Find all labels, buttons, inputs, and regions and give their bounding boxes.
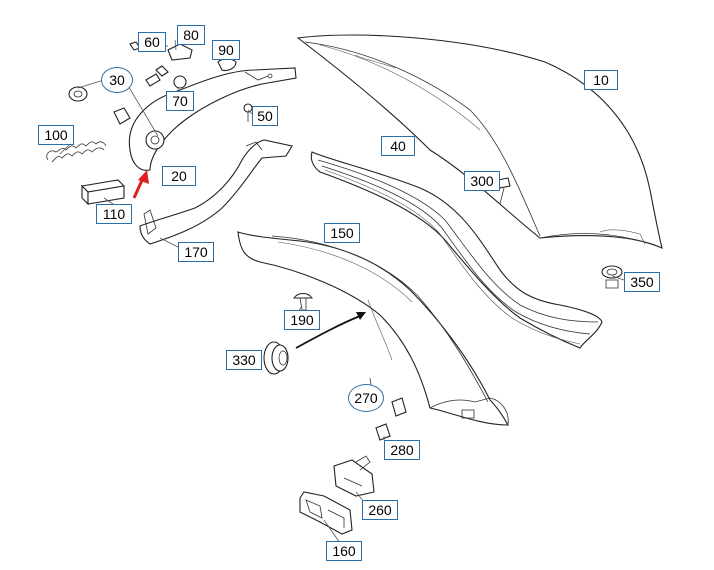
callout-100[interactable]: 100 bbox=[38, 125, 74, 145]
callout-280[interactable]: 280 bbox=[384, 440, 420, 460]
red-arrow bbox=[132, 170, 149, 199]
callout-30[interactable]: 30 bbox=[101, 67, 133, 93]
callout-260[interactable]: 260 bbox=[362, 500, 398, 520]
trunk-lid-drawing bbox=[296, 34, 663, 249]
callout-190[interactable]: 190 bbox=[284, 310, 320, 330]
push-rivet-drawing bbox=[292, 292, 314, 311]
callout-350[interactable]: 350 bbox=[624, 272, 660, 292]
callout-10[interactable]: 10 bbox=[584, 70, 618, 90]
buffer-block-drawing bbox=[80, 179, 126, 206]
callout-40[interactable]: 40 bbox=[381, 136, 415, 156]
hinge-cover-drawing bbox=[139, 139, 293, 245]
black-arrow bbox=[295, 312, 366, 349]
callout-60[interactable]: 60 bbox=[138, 32, 166, 52]
callout-270[interactable]: 270 bbox=[348, 384, 384, 412]
callout-110[interactable]: 110 bbox=[96, 204, 132, 224]
tension-spring-drawing bbox=[46, 141, 107, 163]
callout-90[interactable]: 90 bbox=[212, 40, 240, 60]
lamp-parts-drawing bbox=[369, 377, 407, 441]
lock-bracket-drawing bbox=[299, 491, 353, 535]
callout-150[interactable]: 150 bbox=[324, 223, 360, 243]
callout-70[interactable]: 70 bbox=[166, 91, 194, 111]
lid-seal-drawing bbox=[310, 151, 603, 349]
callout-80[interactable]: 80 bbox=[177, 25, 205, 45]
grommet-drawing bbox=[263, 341, 289, 375]
bump-stop-drawing bbox=[601, 265, 623, 289]
callout-300[interactable]: 300 bbox=[464, 171, 500, 191]
callout-330[interactable]: 330 bbox=[226, 350, 262, 370]
callout-20[interactable]: 20 bbox=[162, 166, 196, 186]
callout-50[interactable]: 50 bbox=[252, 106, 278, 126]
inner-trim-panel-drawing bbox=[237, 231, 509, 426]
callout-160[interactable]: 160 bbox=[326, 541, 362, 561]
hinge-bushing-drawing bbox=[68, 86, 88, 102]
callout-170[interactable]: 170 bbox=[178, 242, 214, 262]
lock-holder-drawing bbox=[333, 455, 375, 497]
